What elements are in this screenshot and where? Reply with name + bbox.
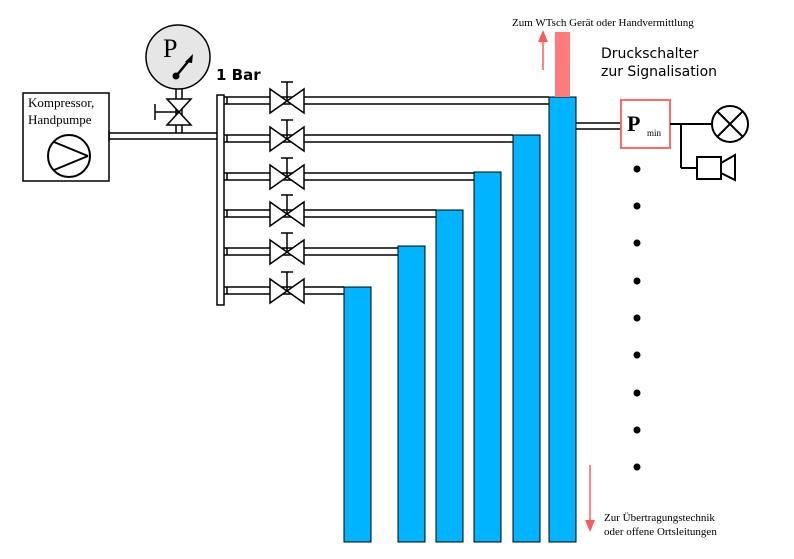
cable-column-2 [397, 245, 426, 543]
compressor-label-2: Handpumpe [28, 112, 92, 127]
down-arrow-icon [585, 465, 595, 532]
switch-title-1: Druckschalter [601, 46, 699, 62]
switch-subscript: min [647, 128, 662, 138]
outlet-pipe [555, 32, 570, 97]
bottom-note-1: Zur Übertragungstechnik [604, 512, 715, 524]
branch-valves [269, 81, 305, 305]
cable-column-6 [548, 96, 577, 543]
signal-lamp-icon [711, 105, 749, 143]
gauge-symbol: P [163, 34, 177, 63]
cable-column-3 [435, 209, 464, 543]
switch-title-2: zur Signalisation [601, 64, 717, 80]
continuation-dots [633, 165, 641, 471]
valve-icon [269, 119, 305, 153]
valve-icon [269, 194, 305, 228]
pressure-switch: P min [620, 99, 671, 149]
manifold [216, 94, 225, 306]
switch-pipe [576, 122, 621, 130]
pressure-gauge-icon: P [145, 24, 211, 90]
cable-column-1 [343, 286, 372, 543]
horn-icon [696, 153, 736, 182]
valve-icon [269, 157, 305, 191]
switch-symbol: P [627, 111, 640, 136]
cable-column-5 [512, 134, 541, 543]
cable-columns [343, 96, 577, 543]
signal-wiring [670, 123, 712, 169]
supply-pipe [108, 131, 217, 141]
pressure-value: 1 Bar [216, 66, 261, 84]
valve-icon [269, 271, 305, 305]
pressure-switch-box [620, 99, 671, 149]
compressor: Kompressor, Handpumpe [22, 92, 110, 182]
valve-icon [154, 98, 193, 126]
cable-column-4 [473, 171, 502, 543]
pump-icon [47, 134, 91, 178]
valve-icon [269, 81, 305, 115]
valve-icon [269, 232, 305, 266]
compressor-label-1: Kompressor, [28, 95, 94, 110]
up-arrow-icon [538, 30, 548, 70]
top-arrow-note: Zum WTsch Gerät oder Handvermittlung [512, 17, 694, 29]
bottom-note-2: oder offene Ortsleitungen [604, 526, 717, 538]
